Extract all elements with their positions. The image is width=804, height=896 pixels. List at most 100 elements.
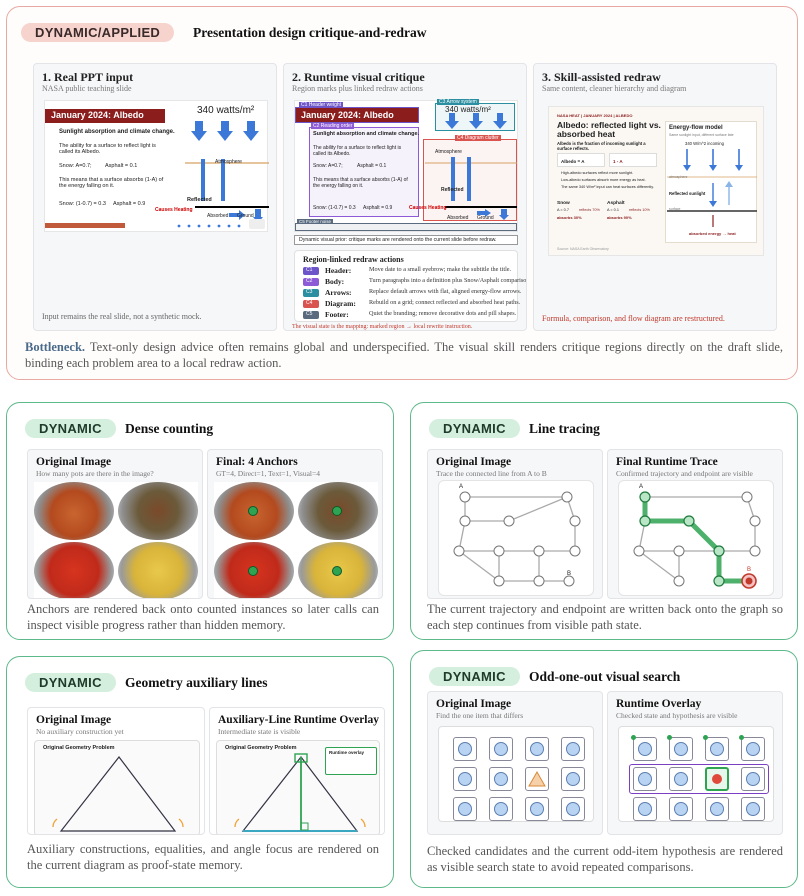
action-chip-c1: C1	[303, 267, 319, 275]
slide-footer-bar	[45, 223, 125, 228]
circle-item-icon	[530, 802, 544, 816]
circle-item-icon	[638, 772, 652, 786]
action-key: Diagram:	[325, 299, 356, 308]
geometry-tag: DYNAMIC	[25, 673, 116, 692]
trace-label-b: B	[567, 571, 572, 577]
critique-ground: Ground	[477, 215, 494, 221]
geometry-title: Geometry auxiliary lines	[125, 675, 268, 690]
col1-subtitle: NASA public teaching slide	[42, 84, 132, 93]
tracing-orig-title: Original Image	[436, 456, 512, 468]
critique-asphalt: Asphalt = 0.1	[357, 163, 387, 169]
dense-counting-panel: DYNAMIC Dense counting Original Image Ho…	[6, 402, 394, 640]
geometry-orig-sub: No auxiliary construction yet	[36, 727, 124, 736]
grid-item	[669, 767, 693, 791]
action-code: C4	[306, 300, 313, 306]
slide-line1: Sunlight absorption and climate change.	[59, 129, 175, 135]
action-chip-c2: C2	[303, 278, 319, 286]
grid-item	[669, 797, 693, 821]
snow-label: Snow	[557, 201, 570, 206]
circle-item-icon	[674, 742, 688, 756]
critique-calc1: Snow: (1-0.7) = 0.3	[313, 205, 356, 211]
grid-item	[525, 737, 549, 761]
oddone-title: Odd-one-out visual search	[529, 669, 681, 684]
flow-absorbed: absorbed energy → heat	[689, 231, 736, 236]
geometry-original-card: Original Image No auxiliary construction…	[27, 707, 205, 835]
oddone-over-sub: Checked state and hypothesis are visible	[616, 711, 738, 720]
geometry-figure-original: Original Geometry Problem	[34, 740, 200, 834]
runtime-critique-card: 2. Runtime visual critique Region marks …	[283, 63, 527, 331]
slide-absorbed: Absorbed	[207, 213, 229, 219]
tracing-orig-sub: Trace the connected line from A to B	[436, 469, 547, 478]
action-value: Move date to a small eyebrow; make the s…	[369, 266, 512, 273]
slide-energy-diagram	[185, 121, 269, 223]
checked-marker	[739, 735, 744, 740]
dynamic-prior-bar: Dynamic visual prior: critique marks are…	[294, 235, 518, 245]
oddone-over-title: Runtime Overlay	[616, 698, 702, 710]
real-ppt-input-card: 1. Real PPT input NASA public teaching s…	[33, 63, 277, 331]
c3-label: C3 Arrow system	[437, 99, 479, 105]
tracing-original-card: Original Image Trace the connected line …	[427, 449, 603, 599]
slide-line2: The ability for a surface to reflect lig…	[59, 143, 156, 155]
asphalt-label: Asphalt	[607, 201, 625, 206]
trace-graph-final-svg	[633, 491, 761, 589]
circle-item-icon	[458, 772, 472, 786]
c4-label: C4 Diagram clutter	[455, 135, 501, 141]
slide-title-bar	[45, 109, 165, 123]
action-value: Replace default arrows with flat, aligne…	[369, 288, 522, 295]
flow-sub: Same sunlight input, different surface f…	[669, 133, 734, 137]
grid-item	[525, 797, 549, 821]
circle-item-icon	[746, 742, 760, 756]
grid-item	[561, 767, 585, 791]
trace-graph-final: A B	[618, 480, 774, 596]
col3-footer: Formula, comparison, and flow diagram ar…	[542, 314, 725, 323]
counting-final-card: Final: 4 Anchors GT=4, Direct=1, Text=1,…	[207, 449, 383, 599]
albedo-label: Albedo = A	[561, 159, 585, 164]
trace-label-a: A	[459, 484, 464, 490]
runtime-overlay-label: Runtime overlay	[329, 750, 365, 755]
col3-subtitle: Same content, cleaner hierarchy and diag…	[542, 84, 687, 93]
c5-label: C5 Footer noise	[297, 219, 334, 224]
oddone-overlay-card: Runtime Overlay Checked state and hypoth…	[607, 691, 783, 835]
bottleneck-caption: Bottleneck. Text-only design advice ofte…	[25, 339, 783, 371]
albedo-box	[557, 153, 605, 167]
action-code: C1	[306, 267, 313, 273]
action-key: Footer:	[325, 310, 349, 319]
odd-one-out-panel: DYNAMIC Odd-one-out visual search Origin…	[410, 650, 798, 888]
counting-original-card: Original Image How many pots are there i…	[27, 449, 203, 599]
anchor-2	[332, 506, 342, 516]
action-code: C2	[306, 278, 313, 284]
redraw-title: Albedo: reflected light vs. absorbed hea…	[557, 120, 661, 139]
bottleneck-label: Bottleneck.	[25, 340, 86, 354]
asph-a: A = 0.1	[607, 208, 619, 212]
actions-title: Region-linked redraw actions	[303, 255, 404, 264]
snow-reflect: reflects 70%	[579, 208, 600, 212]
col1-title: 1. Real PPT input	[42, 70, 134, 84]
slide-watts: 340 watts/m²	[197, 105, 255, 116]
circle-item-icon	[458, 802, 472, 816]
c1-label: C1 Header weight	[299, 102, 344, 108]
tracing-title: Line tracing	[529, 421, 600, 436]
counting-orig-sub: How many pots are there in the image?	[36, 469, 154, 478]
action-value: Turn paragraphs into a definition plus S…	[369, 277, 527, 284]
grid-item	[633, 767, 657, 791]
grid-item	[741, 767, 765, 791]
action-key: Body:	[325, 277, 345, 286]
critique-line2: The ability for a surface to reflect lig…	[313, 145, 402, 157]
action-value: Quiet the branding; remove decorative do…	[369, 310, 517, 317]
checked-marker	[667, 735, 672, 740]
redraw-eyebrow: NASA HEAT | JANUARY 2024 | ALBEDO	[557, 113, 633, 118]
odd-grid-overlay	[618, 726, 774, 822]
circle-item-icon	[494, 772, 508, 786]
grid-item	[525, 767, 549, 791]
counting-tag: DYNAMIC	[25, 419, 116, 438]
tracing-final-card: Final Runtime Trace Confirmed trajectory…	[607, 449, 783, 599]
oddone-caption: Checked candidates and the current odd-i…	[427, 844, 783, 874]
absorbed-label: 1 - A	[613, 159, 623, 164]
anchor-1	[248, 506, 258, 516]
geometry-overlay-problem: Original Geometry Problem	[225, 745, 297, 751]
flow-atmosphere: atmosphere	[669, 175, 688, 179]
anchor-3	[248, 566, 258, 576]
critique-calc2: Asphalt = 0.9	[363, 205, 393, 211]
slide-asphalt: Asphalt = 0.1	[105, 163, 138, 169]
slide-atmosphere: Atmosphere	[215, 159, 242, 165]
